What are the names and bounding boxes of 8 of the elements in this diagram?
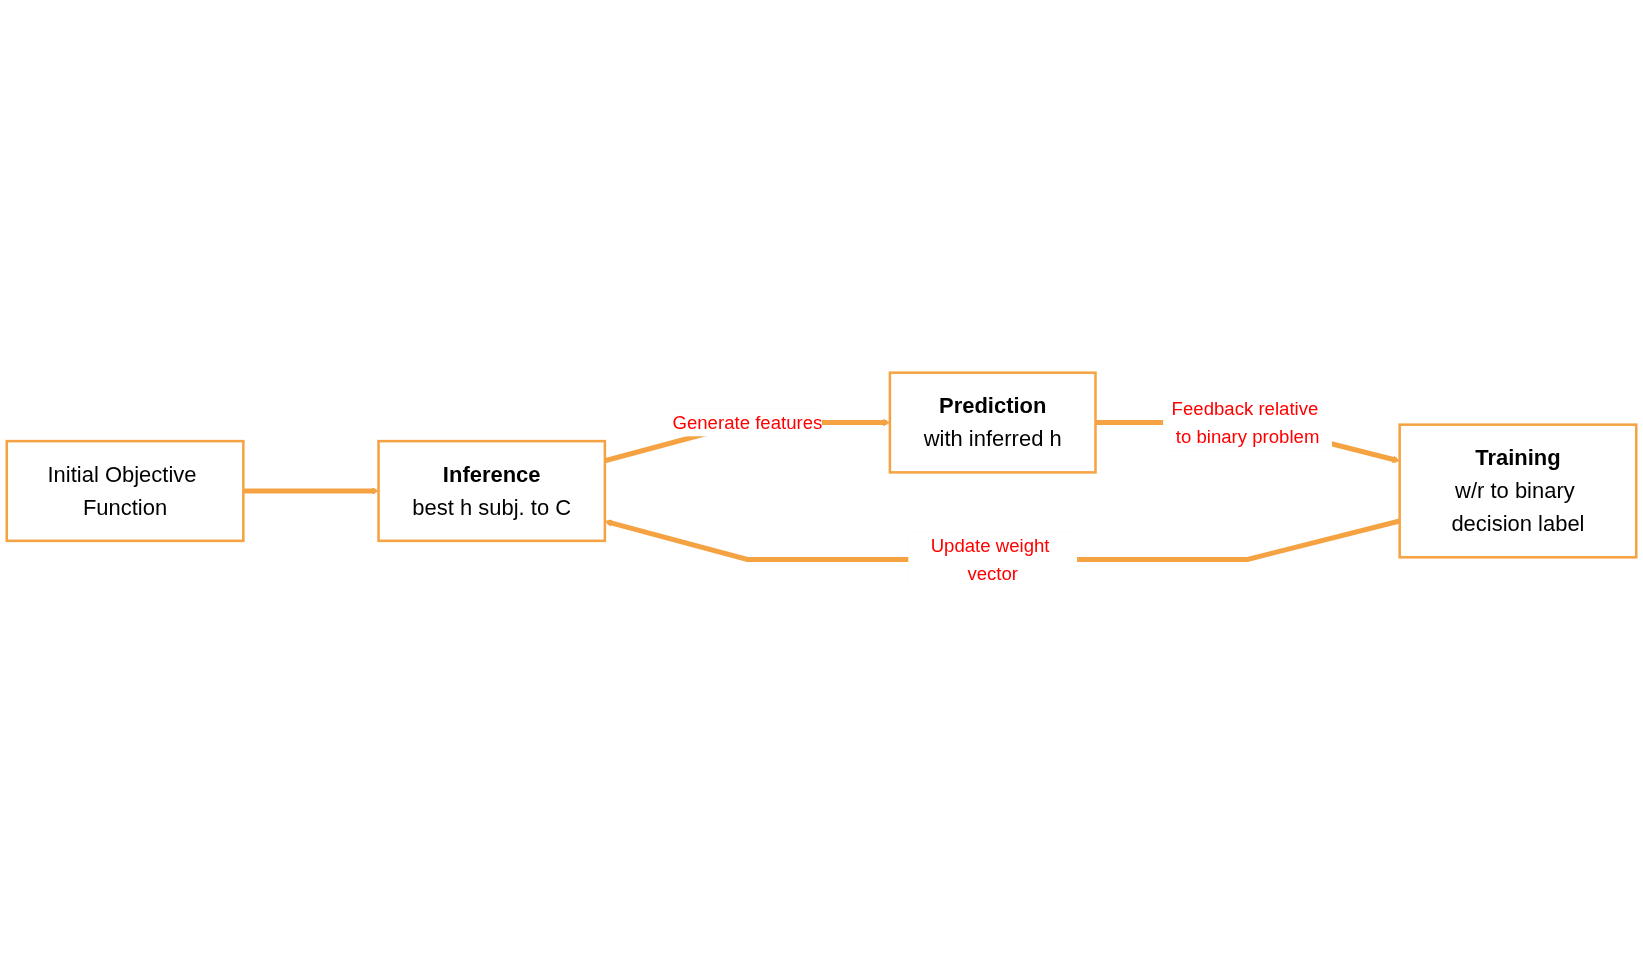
arrow	[243, 486, 379, 495]
node-box: Initial Objective Function	[5, 439, 245, 542]
node-box: Training w/r to binary decision label	[1398, 422, 1638, 559]
node-box: Prediction with inferred h	[888, 370, 1097, 474]
edge-label: Feedback relative to binary problem	[1171, 397, 1320, 447]
node-box: Inference best h subj. to C	[377, 439, 607, 542]
edge-label: Generate features	[672, 411, 823, 433]
edge-label: Update weight vector	[930, 534, 1050, 584]
